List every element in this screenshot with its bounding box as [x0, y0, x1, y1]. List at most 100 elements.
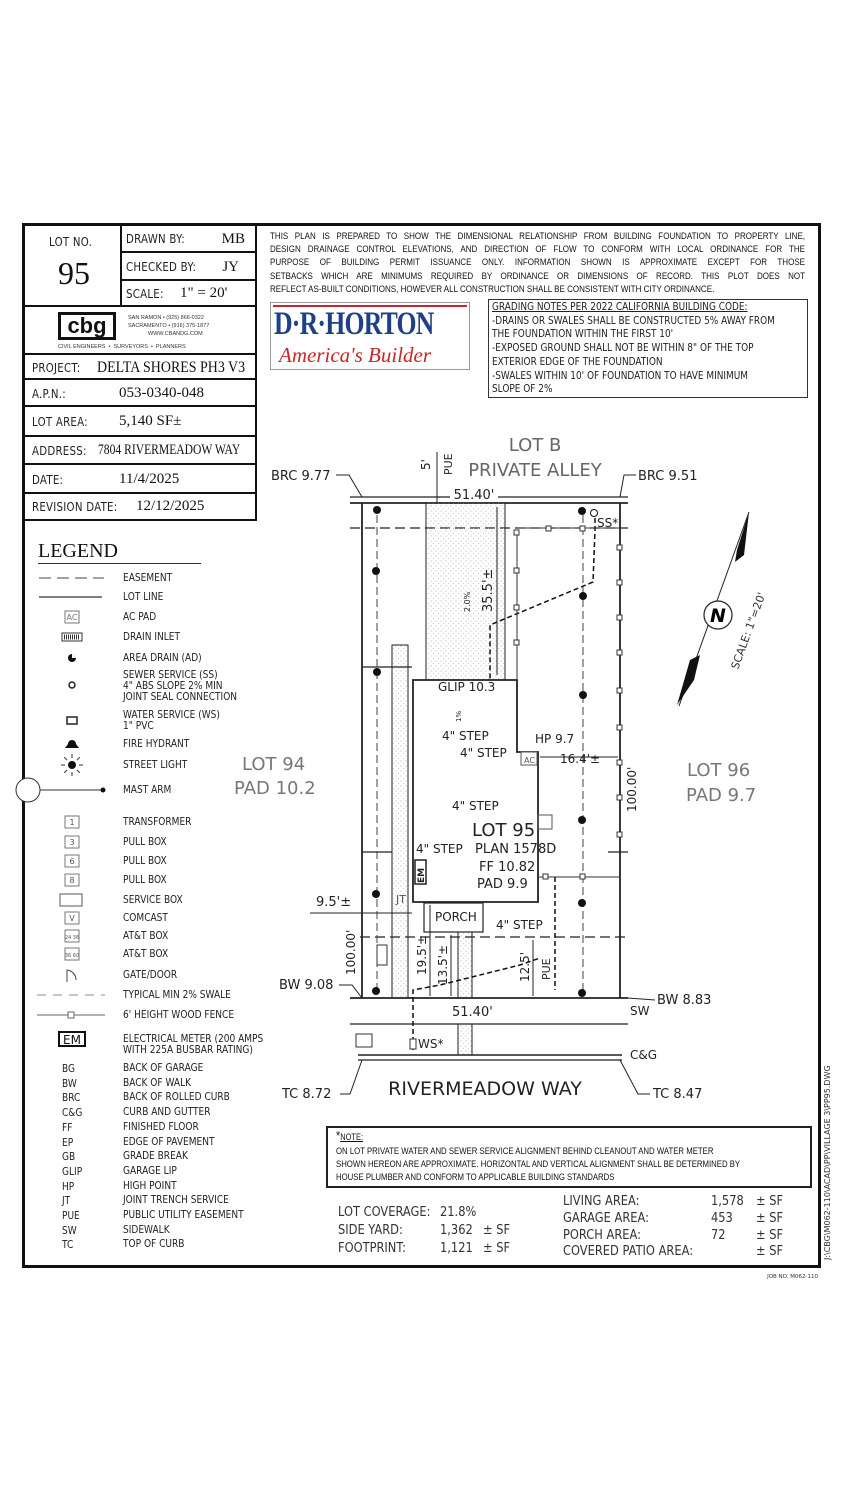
scale-label: SCALE:	[126, 287, 164, 301]
grading-note-line: -DRAINS OR SWALES SHALL BE CONSTRUCTED 5…	[492, 314, 775, 327]
fence-post	[545, 525, 552, 532]
side-yard-dim: 9.5'±	[316, 895, 351, 910]
fire-hydrant-icon	[65, 740, 79, 748]
abbreviation: JT	[62, 1195, 71, 1208]
width-label-mask	[450, 489, 498, 499]
drawn-by-label: DRAWN BY:	[126, 232, 185, 246]
brc-left-label: BRC 9.77	[271, 469, 330, 484]
abbreviation-meaning: BACK OF GARAGE	[123, 1062, 204, 1074]
abbreviation: GB	[62, 1151, 76, 1164]
water-service-label: WS*	[418, 1037, 443, 1051]
fence-post	[616, 614, 623, 621]
step-pad	[537, 814, 553, 830]
living-area-value: 1,578	[711, 1194, 744, 1209]
front-walkway	[457, 931, 473, 999]
utility-box	[376, 944, 388, 966]
scale-value: 1" = 20'	[180, 285, 228, 301]
area-drain-icon	[578, 899, 586, 907]
firm-phone-2: SACRAMENTO • (916) 375-1877	[128, 323, 210, 329]
footprint-label: FOOTPRINT:	[338, 1241, 406, 1256]
living-area-unit: ± SF	[756, 1194, 784, 1209]
step-label: 4" STEP	[442, 729, 489, 743]
box-icon: V	[64, 911, 80, 925]
fence-post	[616, 649, 623, 656]
area-drain-icon	[578, 816, 586, 824]
engineer-logo-cell: cbg SAN RAMON • (925) 866-0322 SACRAMENT…	[22, 305, 257, 355]
water-line	[412, 957, 541, 1050]
garage-area-label: GARAGE AREA:	[563, 1211, 650, 1226]
disclaimer-text: THIS PLAN IS PREPARED TO SHOW THE DIMENS…	[270, 230, 805, 296]
garage-area-unit: ± SF	[756, 1211, 784, 1226]
bw-left-label: BW 9.08	[279, 978, 333, 993]
firm-website: WWW.CBANDG.COM	[148, 331, 203, 337]
legend-item-label: COMCAST	[123, 912, 168, 924]
area-drain-icon	[372, 567, 380, 575]
dashed-line-icon	[39, 577, 104, 579]
area-drain-icon	[373, 506, 381, 514]
abbreviation: SW	[62, 1224, 77, 1237]
note-line: HOUSE PLUMBER AND CONFORM TO APPLICABLE …	[336, 1171, 615, 1182]
covered-patio-label: COVERED PATIO AREA:	[563, 1244, 694, 1259]
legend-item-label: LOT LINE	[123, 591, 164, 603]
revision-date-label: REVISION DATE:	[32, 500, 118, 514]
fence-post	[513, 567, 520, 574]
curb-gutter-label: C&G	[630, 1048, 657, 1062]
logo-tagline: America's Builder	[279, 343, 432, 367]
brc-right-leader	[619, 474, 636, 498]
revision-date-value: 12/12/2025	[136, 498, 205, 514]
fence-post	[579, 525, 586, 532]
note-line: ON LOT PRIVATE WATER AND SEWER SERVICE A…	[336, 1145, 714, 1156]
rear-setback-dim: 16.4'±	[560, 752, 600, 766]
address-label: ADDRESS:	[32, 444, 87, 458]
front-pue-dim: 12.5'	[518, 952, 532, 982]
grading-note-line: -SWALES WITHIN 10' OF FOUNDATION TO HAVE…	[492, 369, 748, 382]
service-box-icon	[59, 893, 83, 907]
porch-area-unit: ± SF	[756, 1228, 784, 1243]
disclaimer-line: SETBACKS WHICH ARE MINIMUMS REQUIRED BY …	[270, 270, 806, 282]
abbreviation: FF	[62, 1121, 73, 1134]
abbreviation: EP	[62, 1136, 74, 1149]
firm-phone-1: SAN RAMON • (925) 866-0322	[128, 315, 204, 321]
swale-icon	[37, 994, 105, 996]
lot-94-pad-label: PAD 10.2	[234, 778, 316, 799]
footprint-unit: ± SF	[483, 1241, 511, 1256]
glip-label: GLIP 10.3	[438, 680, 495, 694]
driveway-approach	[457, 1023, 473, 1056]
legend-item-label: AREA DRAIN (AD)	[123, 652, 202, 664]
em-label: EM	[417, 868, 427, 883]
front-setback-19-dim: 19.5'±	[415, 935, 429, 975]
street-light-icon	[61, 754, 83, 776]
abbreviation: C&G	[62, 1107, 83, 1120]
electrical-meter-icon	[414, 859, 427, 885]
step-label: 4" STEP	[452, 799, 499, 813]
box-icon: 1	[64, 815, 80, 829]
abbreviation: HP	[62, 1180, 75, 1193]
fence-post	[616, 579, 623, 586]
disclaimer-line: PURPOSE OF BUILDING PERMIT ISSUANCE ONLY…	[270, 257, 806, 269]
front-width-dim: 51.40'	[452, 1005, 493, 1020]
legend-title: LEGEND	[38, 540, 201, 564]
lot-95-label: LOT 95	[472, 820, 535, 841]
area-drain-icon	[373, 668, 381, 676]
solid-line-icon	[39, 596, 102, 598]
north-arrow: N SCALE: 1"=20'	[677, 511, 768, 707]
legend-item-label: TYPICAL MIN 2% SWALE	[123, 989, 231, 1001]
note-title: NOTE:	[340, 1132, 364, 1142]
legend-item-label: TRANSFORMER	[123, 816, 192, 828]
legend-item-label: ELECTRICAL METER (200 AMPS WITH 225A BUS…	[123, 1033, 264, 1056]
porch-area-label: PORCH AREA:	[563, 1228, 642, 1243]
porch-area-value: 72	[711, 1228, 726, 1243]
date-value: 11/4/2025	[119, 471, 180, 487]
asterisk: *	[336, 1128, 341, 1143]
lot-no-label: LOT NO.	[49, 235, 93, 249]
svg-text:V: V	[69, 914, 75, 923]
fence-post	[616, 759, 623, 766]
rear-width-dim: 51.40'	[454, 488, 495, 503]
pue-top-dim: 5'	[419, 459, 433, 470]
water-service-icon	[66, 716, 78, 725]
abbreviation-meaning: GRADE BREAK	[123, 1150, 188, 1163]
note-content: *NOTE: ON LOT PRIVATE WATER AND SEWER SE…	[336, 1128, 801, 1183]
dr-horton-logo: D·R·HORTON America's Builder	[270, 302, 470, 370]
disclaimer-line: REFLECT AS-BUILT CONDITIONS, HOWEVER ALL…	[270, 283, 715, 295]
sewer-service-icon	[68, 681, 76, 689]
